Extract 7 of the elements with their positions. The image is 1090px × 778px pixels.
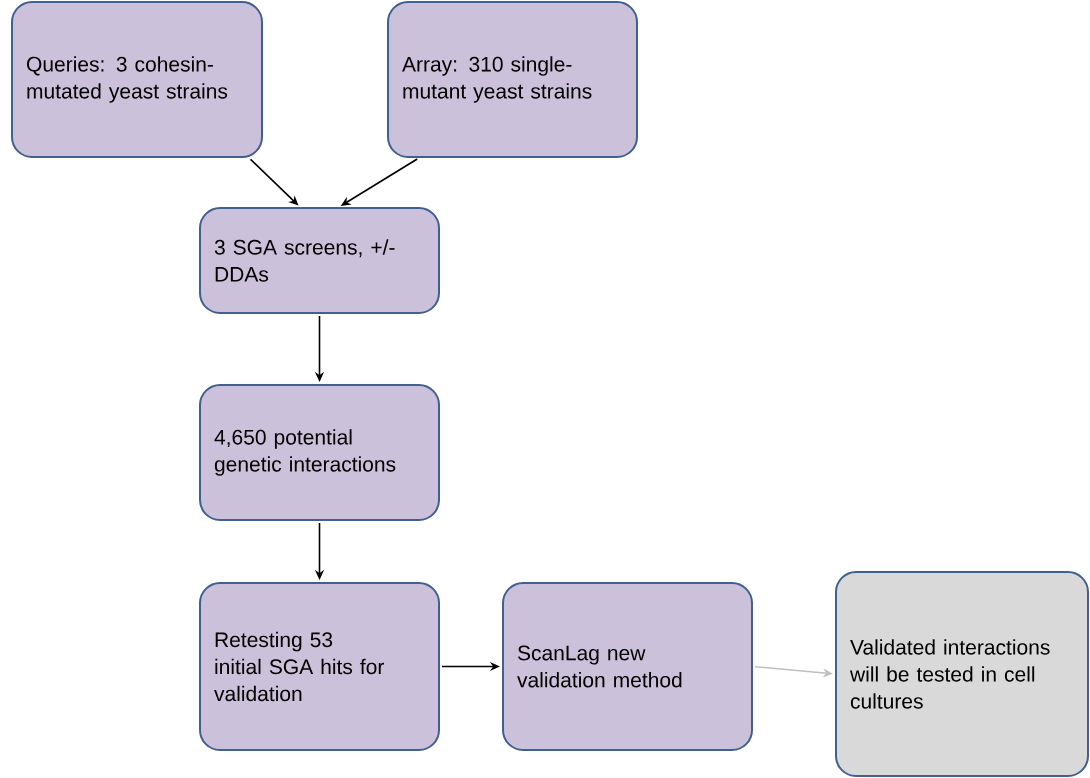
process-box: Queries: 3 cohesin-mutated yeast strains <box>11 1 263 158</box>
process-box: Retesting 53 initial SGA hits for validation <box>199 582 440 751</box>
process-box: Validated interactions will be tested in cell cultures <box>835 571 1089 777</box>
process-box: Array: 310 single-mutant yeast strains <box>387 1 638 158</box>
process-box: ScanLag new validation method <box>502 582 753 751</box>
process-box: 4,650 potential genetic interactions <box>199 384 440 521</box>
process-box: 3 SGA screens, +/- DDAs <box>199 207 440 314</box>
